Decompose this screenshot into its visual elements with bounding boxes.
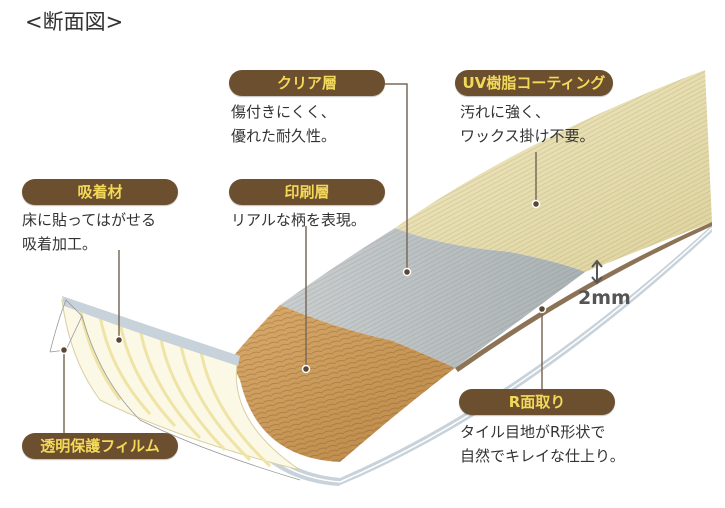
desc-uv-coating: 汚れに強く、ワックス掛け不要。 (460, 100, 595, 148)
desc-line: 吸着加工。 (22, 235, 98, 253)
desc-line: リアルな柄を表現。 (231, 211, 366, 229)
desc-line: 優れた耐久性。 (231, 127, 337, 145)
desc-line: ワックス掛け不要。 (460, 127, 595, 145)
label-r-chamfer: R面取り (459, 389, 615, 415)
double-arrow-vertical-icon (591, 259, 603, 285)
desc-clear-layer: 傷付きにくく、優れた耐久性。 (231, 100, 336, 148)
desc-line: 汚れに強く、 (460, 103, 551, 121)
desc-line: タイル目地がR形状で (460, 423, 606, 441)
label-clear-layer: クリア層 (229, 70, 385, 96)
desc-adhesive: 床に貼ってはがせる吸着加工。 (22, 208, 156, 256)
label-print-layer: 印刷層 (229, 179, 385, 205)
label-adhesive: 吸着材 (22, 179, 178, 205)
desc-print-layer: リアルな柄を表現。 (231, 208, 366, 232)
desc-line: 傷付きにくく、 (231, 103, 336, 121)
thickness-dimension: 2mm (578, 287, 631, 309)
page-title: <断面図> (25, 10, 124, 34)
protective-film (49, 299, 301, 481)
desc-r-chamfer: タイル目地がR形状で自然でキレイな仕上り。 (460, 420, 625, 468)
label-uv-coating: UV樹脂コーティング (455, 70, 613, 96)
desc-line: 床に貼ってはがせる (22, 211, 156, 229)
desc-line: 自然でキレイな仕上り。 (460, 447, 625, 465)
label-protective-film: 透明保護フィルム (22, 433, 178, 459)
